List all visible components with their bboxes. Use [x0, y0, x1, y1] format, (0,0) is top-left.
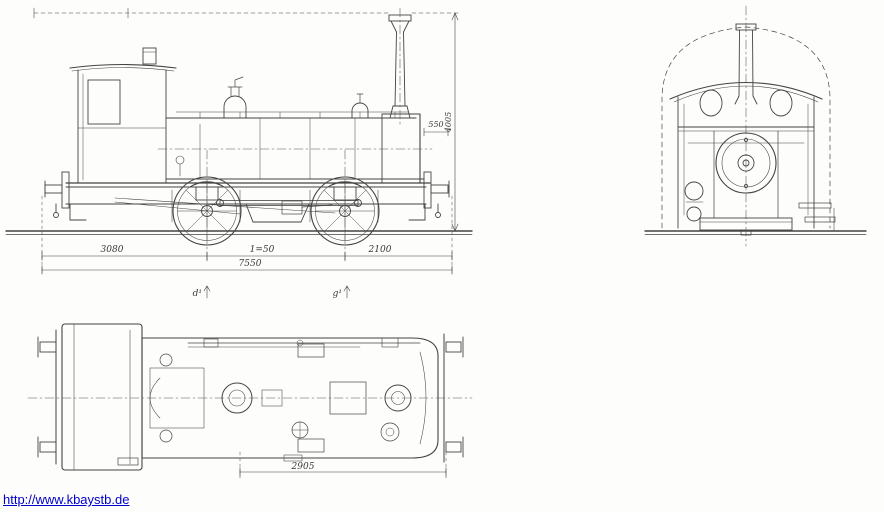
plan-outline — [55, 323, 445, 471]
safety-valve — [351, 93, 369, 119]
height-reference-lines — [33, 7, 459, 19]
side-centerlines — [157, 7, 433, 263]
steam-dome — [223, 76, 247, 119]
plan-dimension: 2905 — [239, 451, 447, 479]
loading-gauge-outline — [661, 26, 831, 229]
stack-dimension: 550 — [423, 120, 449, 137]
cab-front — [669, 82, 823, 229]
front-windows — [699, 89, 793, 117]
plan-chimney-circle — [384, 384, 412, 412]
marker-g1: g¹ — [333, 285, 351, 299]
front-steps — [798, 202, 836, 232]
plan-buffers-left — [37, 336, 57, 458]
smokebox-door — [715, 132, 777, 194]
source-url-link[interactable]: http://www.kbaystb.de — [3, 492, 130, 507]
plan-buffers-right — [445, 336, 464, 458]
dim-mid-label: 1=50 — [250, 245, 275, 255]
dim-total-label: 7550 — [239, 259, 262, 269]
dim-3080-label: 3080 — [101, 245, 124, 255]
front-view — [644, 5, 867, 247]
dim-2100-label: 2100 — [368, 245, 392, 255]
running-gear — [114, 181, 379, 223]
front-left-fittings — [684, 181, 704, 222]
dim-stack-label: 550 — [428, 120, 443, 129]
side-ground-line — [5, 230, 473, 235]
plan-dome-circle — [221, 382, 253, 414]
total-dimension: 7550 — [41, 259, 453, 275]
height-dimension: 4005 — [444, 12, 459, 232]
dimension-chain: 3080 1=50 2100 — [41, 195, 453, 275]
side-view: 4005 550 3080 1=50 2100 7550 d¹ g¹ — [5, 7, 473, 299]
buffers-left — [44, 180, 63, 218]
boiler — [165, 111, 425, 180]
marker-d1: d¹ — [193, 285, 211, 299]
marker-g1-label: g¹ — [333, 289, 342, 299]
buffers-right — [430, 180, 450, 218]
plan-fittings — [117, 337, 421, 466]
cab — [69, 47, 177, 184]
front-ground-line — [644, 230, 867, 235]
front-buffer-beam — [699, 217, 793, 236]
dim-overall-height-label: 4005 — [444, 112, 453, 133]
front-chimney — [734, 23, 758, 105]
dim-plan-length-label: 2905 — [291, 462, 315, 472]
marker-d1-label: d¹ — [193, 289, 202, 299]
plan-view: 2905 — [27, 323, 473, 479]
smokebox — [381, 113, 421, 184]
